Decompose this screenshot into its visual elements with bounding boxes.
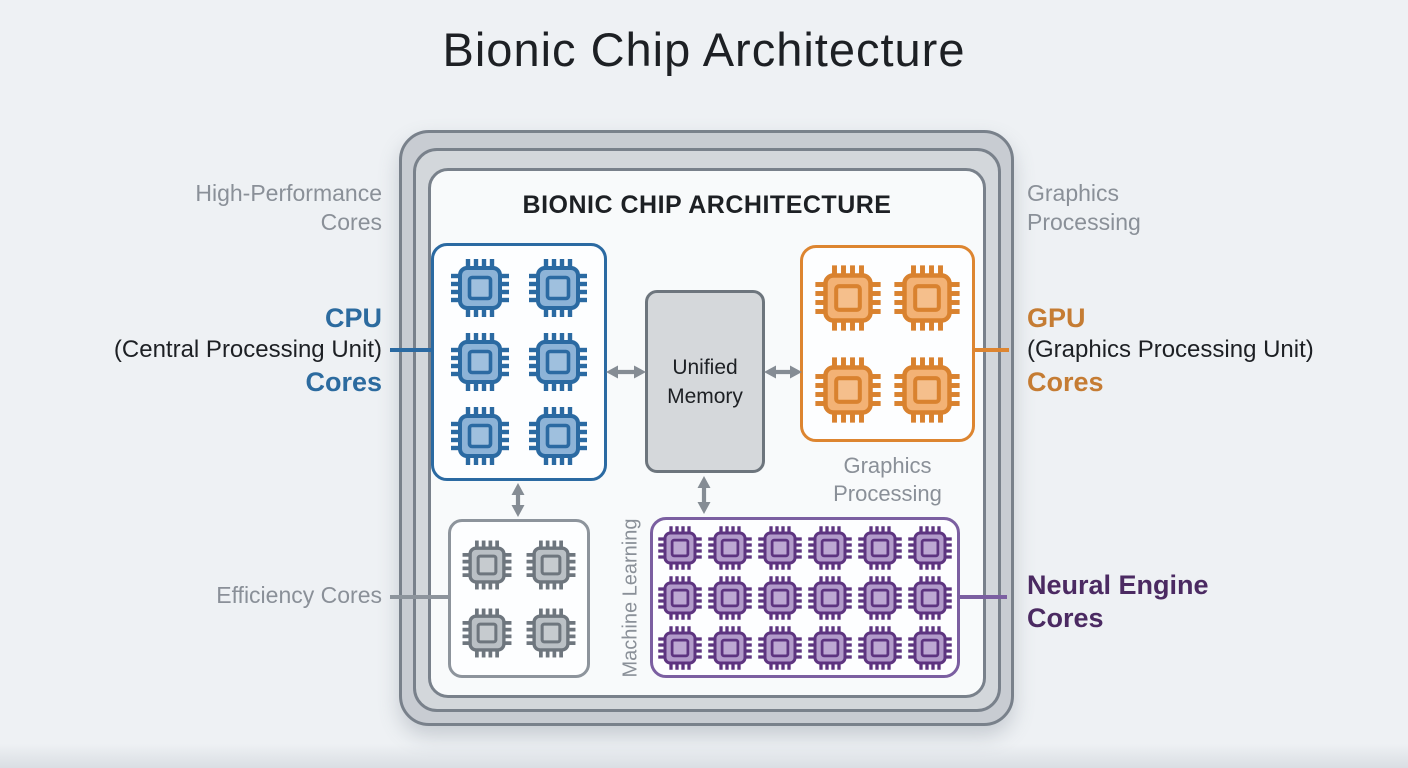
neural-engine-cores-label: Neural Engine Cores	[1027, 569, 1209, 635]
high-performance-line1: High-Performance	[195, 180, 382, 206]
core-chip-icon	[462, 608, 512, 657]
unified-memory-label-line2: Memory	[667, 384, 743, 408]
graphics-line2: Processing	[1027, 209, 1141, 235]
gpu-core-grid	[803, 248, 972, 439]
graphics-line1: Graphics	[1027, 180, 1120, 206]
neural-line1: Neural Engine	[1027, 570, 1209, 600]
cpu-full-name: (Central Processing Unit)	[113, 336, 382, 363]
efficiency-core-grid	[451, 522, 587, 675]
neural-core-grid	[653, 520, 957, 675]
core-chip-icon	[758, 525, 802, 570]
cpu-label-block: CPU (Central Processing Unit) Cores	[114, 302, 382, 398]
core-chip-icon	[758, 575, 802, 620]
core-chip-icon	[808, 575, 852, 620]
core-chip-icon	[858, 575, 902, 620]
gpu-cores-box	[800, 245, 975, 442]
core-chip-icon	[529, 407, 587, 465]
machine-learning-label: Machine Learning	[619, 518, 642, 678]
core-chip-icon	[908, 625, 952, 670]
core-chip-icon	[658, 625, 702, 670]
high-performance-line2: Cores	[320, 209, 382, 235]
core-chip-icon	[708, 625, 752, 670]
unified-memory-box: Unified Memory	[645, 290, 765, 473]
core-chip-icon	[858, 525, 902, 570]
gpu-acronym: GPU	[1027, 303, 1086, 333]
neural-engine-cores-box	[650, 517, 960, 678]
core-chip-icon	[658, 525, 702, 570]
gpu-full-name: (Graphics Processing Unit)	[1027, 336, 1314, 363]
core-chip-icon	[462, 540, 512, 589]
core-chip-icon	[858, 625, 902, 670]
cpu-cores-box	[431, 243, 607, 481]
core-chip-icon	[708, 575, 752, 620]
cpu-suffix: Cores	[305, 367, 382, 397]
gpu-suffix: Cores	[1027, 367, 1104, 397]
unified-memory-label-line1: Unified	[672, 355, 738, 379]
page-title: Bionic Chip Architecture	[442, 23, 966, 76]
gpu-caption-line2: Processing	[833, 481, 942, 506]
core-chip-icon	[808, 625, 852, 670]
graphics-processing-label: Graphics Processing	[1027, 179, 1141, 237]
core-chip-icon	[908, 575, 952, 620]
core-chip-icon	[815, 356, 881, 423]
efficiency-cores-box	[448, 519, 590, 678]
core-chip-icon	[529, 333, 587, 391]
gpu-caption: Graphics Processing	[800, 452, 975, 508]
core-chip-icon	[451, 407, 509, 465]
cpu-core-grid	[434, 246, 604, 478]
gpu-caption-line1: Graphics	[843, 453, 932, 478]
core-chip-icon	[451, 259, 509, 317]
cpu-acronym: CPU	[324, 303, 382, 333]
high-performance-cores-label: High-Performance Cores	[195, 179, 382, 237]
efficiency-cores-label: Efficiency Cores	[216, 582, 382, 608]
neural-line2: Cores	[1027, 603, 1104, 633]
core-chip-icon	[908, 525, 952, 570]
chip-header-title: BIONIC CHIP ARCHITECTURE	[522, 191, 892, 219]
core-chip-icon	[894, 264, 960, 331]
core-chip-icon	[815, 264, 881, 331]
core-chip-icon	[451, 333, 509, 391]
core-chip-icon	[658, 575, 702, 620]
core-chip-icon	[894, 356, 960, 423]
core-chip-icon	[529, 259, 587, 317]
core-chip-icon	[526, 608, 576, 657]
core-chip-icon	[708, 525, 752, 570]
core-chip-icon	[758, 625, 802, 670]
core-chip-icon	[808, 525, 852, 570]
core-chip-icon	[526, 540, 576, 589]
gpu-label-block: GPU (Graphics Processing Unit) Cores	[1027, 302, 1314, 398]
